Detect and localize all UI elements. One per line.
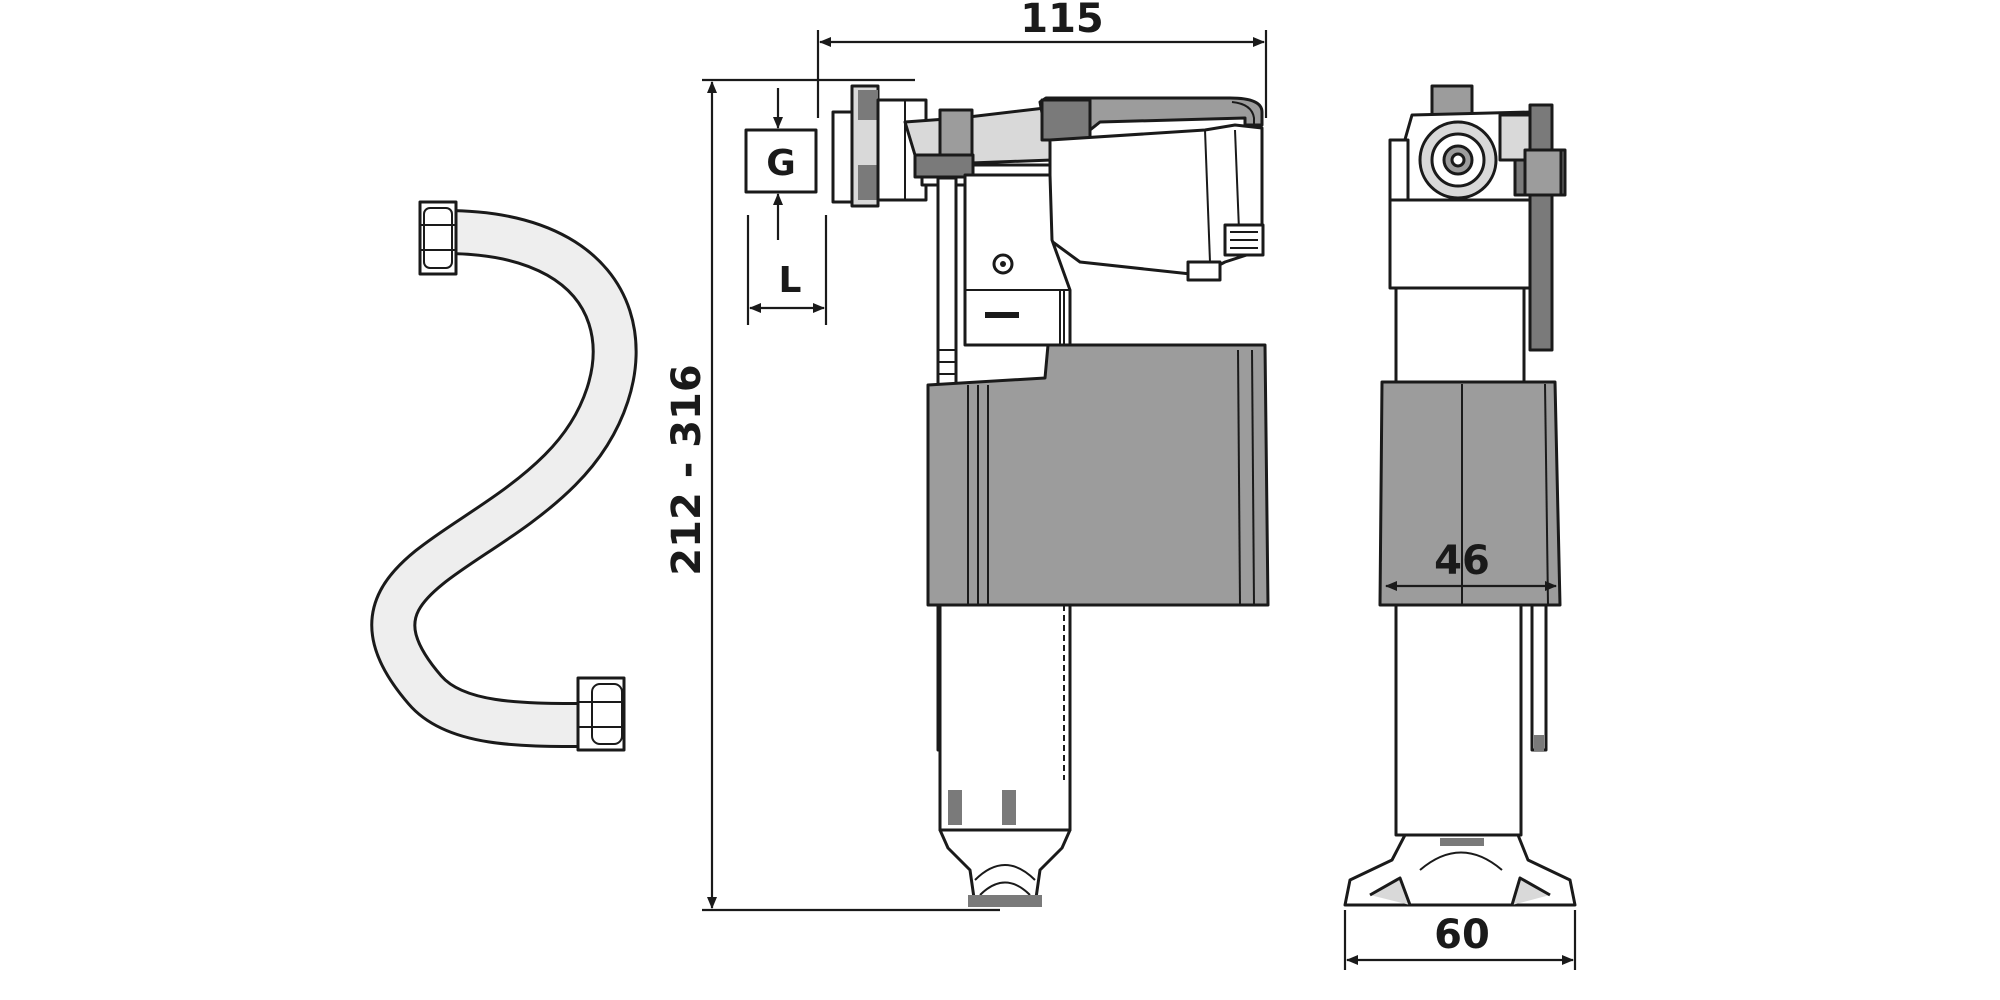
valve-body (963, 173, 1072, 347)
float-arm-lever (1038, 96, 1264, 142)
front-float (1378, 380, 1562, 607)
flexible-hose (370, 200, 638, 752)
front-lower-body (1343, 603, 1577, 907)
dimension-thread-g: G (744, 88, 818, 240)
inlet-connector (831, 84, 928, 208)
dimension-base-width: 60 (1343, 910, 1577, 970)
valve-side-view (831, 84, 1270, 907)
hose-top-nut (418, 200, 458, 276)
float-width-label: 46 (1434, 538, 1490, 584)
dimension-float-width: 46 (1385, 538, 1557, 591)
dimension-overall-width: 115 (816, 0, 1268, 118)
valve-head (903, 106, 1064, 187)
height-range-label: 212 - 316 (664, 364, 710, 575)
valve-front-view (1343, 84, 1577, 907)
front-stem (1388, 103, 1563, 385)
overall-width-label: 115 (1020, 0, 1104, 42)
upper-float-cup (1048, 123, 1265, 282)
dimension-height-range: 212 - 316 (664, 78, 1000, 912)
base-width-label: 60 (1434, 912, 1490, 958)
front-head (1388, 84, 1567, 202)
thread-g-label: G (766, 143, 796, 184)
main-float (926, 343, 1270, 607)
lower-body (938, 603, 1072, 907)
thread-l-label: L (779, 260, 802, 301)
hose-bottom-nut (576, 676, 626, 752)
dimension-thread-l: L (746, 215, 828, 325)
